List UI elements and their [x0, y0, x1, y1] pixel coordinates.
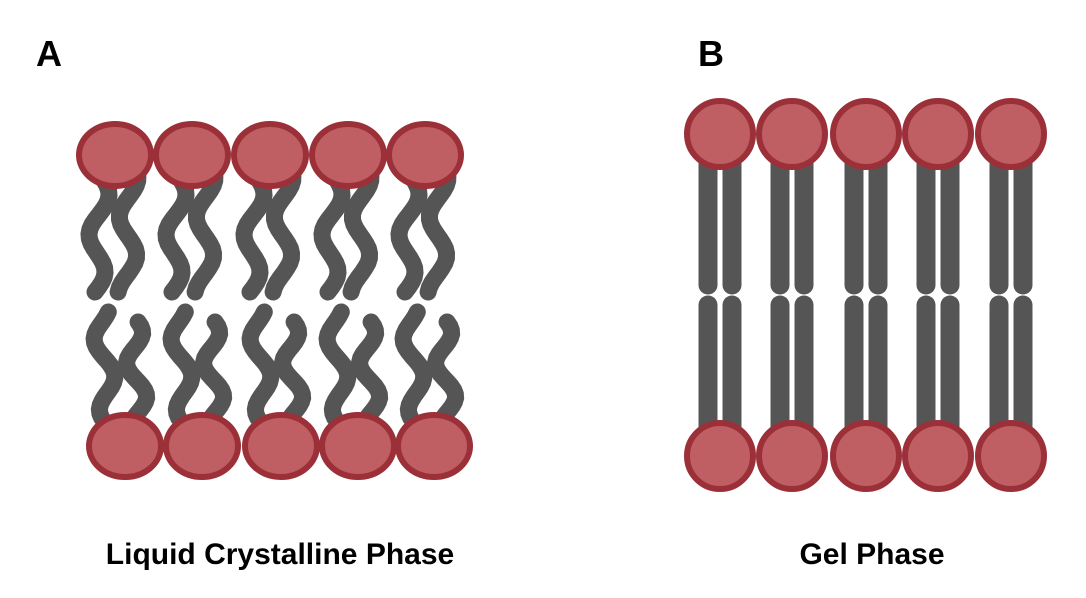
panel-a-label: A — [36, 33, 62, 74]
gel-bilayer — [684, 98, 1047, 492]
lipid-tail-pair — [844, 150, 888, 295]
lipid-tail-pair — [235, 167, 302, 301]
lipid-head — [684, 98, 756, 170]
lipid-head — [902, 98, 974, 170]
lipid-tail-pair — [770, 295, 814, 440]
lipid-tail-pair — [85, 303, 156, 427]
lipid-tail-pair — [162, 303, 233, 427]
lipid-tail-pair — [241, 303, 312, 427]
lipid-head — [975, 98, 1047, 170]
panel-b-label: B — [698, 33, 724, 74]
lipid-head — [153, 121, 231, 189]
lipid-head — [86, 412, 164, 480]
lipid-head — [684, 420, 756, 492]
lipid-head — [756, 98, 828, 170]
lipid-head — [830, 98, 902, 170]
lipid-head — [902, 420, 974, 492]
lipid-tail-pair — [844, 295, 888, 440]
lipid-tail-pair — [989, 150, 1033, 295]
lipid-head — [395, 412, 473, 480]
caption-gel: Gel Phase — [799, 538, 945, 571]
lipid-tail-pair — [698, 150, 742, 295]
lipid-tail-pair — [916, 150, 960, 295]
lipid-head — [319, 412, 397, 480]
lipid-head — [76, 121, 154, 189]
lipid-tail-pair — [394, 303, 465, 427]
lipid-tail-pair — [390, 167, 457, 301]
liquid-crystalline-bilayer — [76, 121, 473, 480]
lipid-head — [242, 412, 320, 480]
lipid-tail-pair — [313, 167, 380, 301]
lipid-head — [231, 121, 309, 189]
caption-liquid-crystalline: Liquid Crystalline Phase — [105, 538, 455, 571]
lipid-head — [830, 420, 902, 492]
lipid-tail-pair — [770, 150, 814, 295]
lipid-tail-pair — [80, 167, 147, 301]
lipid-head — [309, 121, 387, 189]
lipid-tail-pair — [698, 295, 742, 440]
lipid-tail-pair — [318, 303, 389, 427]
lipid-head — [163, 412, 241, 480]
lipid-head — [975, 420, 1047, 492]
lipid-tail-pair — [989, 295, 1033, 440]
lipid-tail-pair — [157, 167, 224, 301]
lipid-head — [756, 420, 828, 492]
lipid-head — [386, 121, 464, 189]
lipid-tail-pair — [916, 295, 960, 440]
